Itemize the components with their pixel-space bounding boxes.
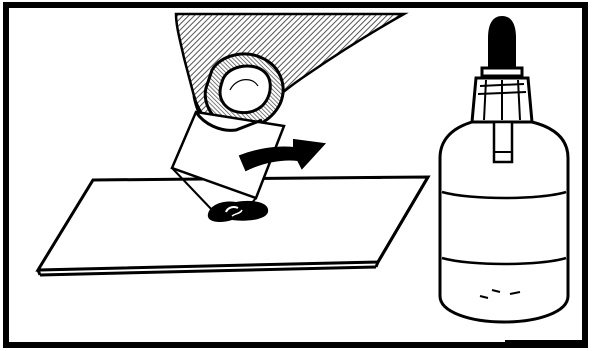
border-notch [505,340,585,346]
microscope-slide [38,177,428,275]
dropper-bottle [440,16,568,322]
